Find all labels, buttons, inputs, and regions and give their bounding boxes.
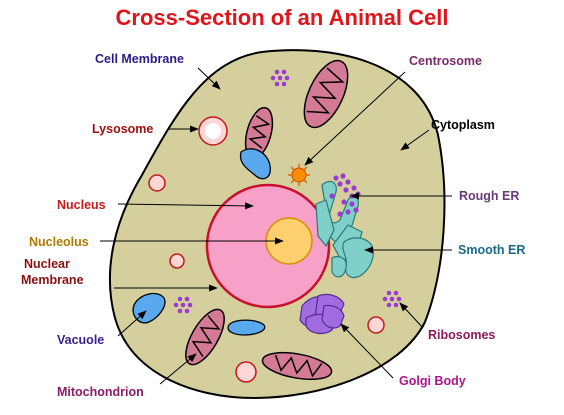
vacuole-top bbox=[239, 148, 271, 180]
label-mitochondrion: Mitochondrion bbox=[57, 385, 144, 399]
label-arrows bbox=[100, 67, 452, 385]
label-centrosome: Centrosome bbox=[409, 54, 482, 68]
ribosome-cluster-top bbox=[270, 69, 290, 87]
label-cell-membrane: Cell Membrane bbox=[95, 52, 184, 66]
mitochondrion-top bbox=[303, 59, 349, 129]
lysosome-small-2 bbox=[169, 253, 185, 269]
lysosome-small-1 bbox=[148, 174, 166, 192]
lysosome-small-3 bbox=[367, 316, 385, 334]
label-nuclear-membrane-line2: Membrane bbox=[21, 273, 84, 287]
label-lysosome: Lysosome bbox=[92, 122, 153, 136]
ribosome-cluster-left bbox=[173, 296, 193, 314]
lysosome-main bbox=[198, 116, 228, 146]
ribosome-cluster-right bbox=[382, 290, 402, 308]
label-nucleus: Nucleus bbox=[57, 198, 106, 212]
mitochondrion-bottom bbox=[261, 351, 333, 381]
label-cytoplasm: Cytoplasm bbox=[431, 118, 495, 132]
lysosome-small-4 bbox=[235, 361, 257, 383]
mitochondrion-bottom-left bbox=[185, 308, 225, 366]
label-nucleolus: Nucleolus bbox=[29, 235, 89, 249]
centrosome-shape bbox=[288, 164, 310, 186]
label-vacuole: Vacuole bbox=[57, 333, 104, 347]
vacuole-bottom bbox=[227, 319, 266, 336]
label-rough-er: Rough ER bbox=[459, 189, 519, 203]
diagram-title: Cross-Section of an Animal Cell bbox=[116, 5, 449, 30]
label-golgi-body: Golgi Body bbox=[399, 374, 466, 388]
label-smooth-er: Smooth ER bbox=[458, 243, 525, 257]
label-ribosomes: Ribosomes bbox=[428, 328, 495, 342]
label-nuclear-membrane-line1: Nuclear bbox=[24, 257, 70, 271]
golgi-body-shape bbox=[299, 293, 345, 335]
